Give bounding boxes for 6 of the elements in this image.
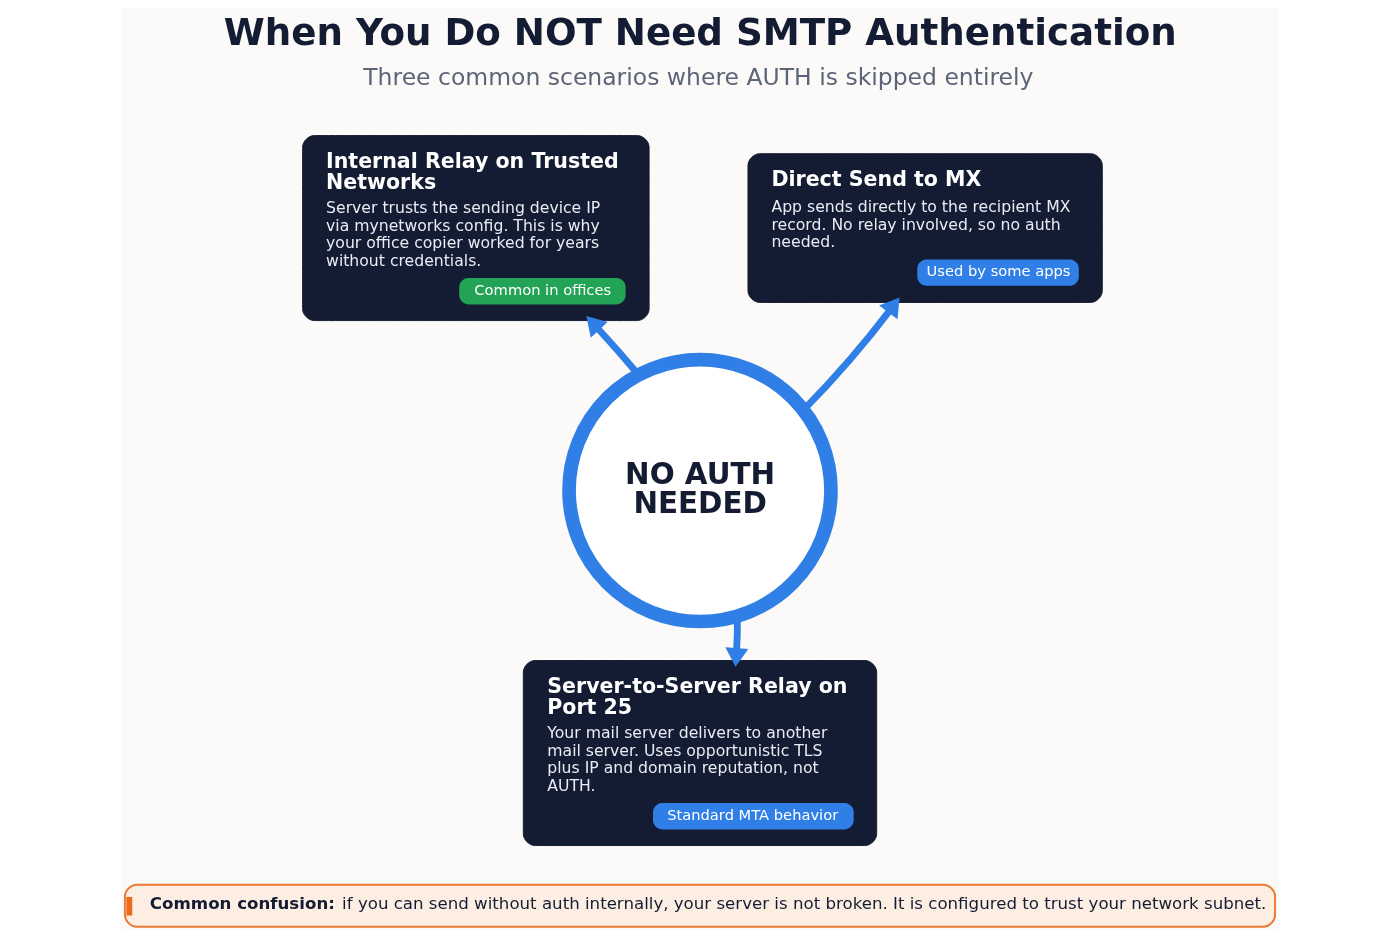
node-box: Internal Relay on Trusted Networks Server trusts the sending device IP via mynetworks config. This is why your office copier worked for years without credentials. Common in offices (302, 135, 650, 322)
label: Three common scenarios where AUTH is skipped entirely (363, 62, 1034, 91)
node-circle: NO AUTH NEEDED (562, 352, 838, 629)
node-box: Server-to-Server Relay on Port 25 Your mail server delivers to another mail server. Uses opportunistic TLS plus IP and domain reputation, not AUTH. Standard MTA behavior (522, 660, 878, 846)
diagram-title: When You Do NOT Need SMTP Authentication (223, 9, 1177, 54)
node-box: Direct Send to MX App sends directly to the recipient MX record. No relay involved, so no auth needed. Used by some apps (747, 153, 1103, 303)
